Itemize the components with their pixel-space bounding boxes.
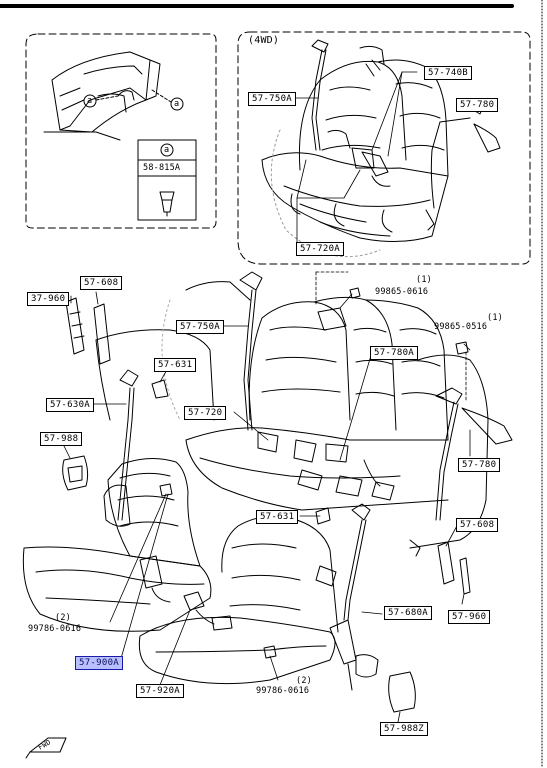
- bolt1-qty: (1): [416, 275, 432, 285]
- ref-label-a2: a: [174, 99, 180, 109]
- inset-clip: [25, 33, 217, 229]
- part-label-57-960[interactable]: 57-960: [448, 610, 491, 624]
- part-label-57-631-mid[interactable]: 57-631: [256, 510, 299, 524]
- part-label-57-780-4wd[interactable]: 57-780: [456, 98, 499, 112]
- part-label-57-900A[interactable]: 57-900A: [75, 656, 124, 670]
- part-label-57-920A[interactable]: 57-920A: [136, 684, 185, 698]
- part-label-57-780-right[interactable]: 57-780: [458, 458, 501, 472]
- clip-table-part[interactable]: 58-815A: [143, 163, 181, 173]
- bolt4-qty: (2): [296, 676, 312, 686]
- fwd-arrow-icon: [25, 737, 67, 759]
- clip-table-header: a: [164, 145, 170, 155]
- bolt3-qty: (2): [55, 613, 71, 623]
- part-label-57-720[interactable]: 57-720: [184, 406, 227, 420]
- part-label-37-960[interactable]: 37-960: [27, 292, 70, 306]
- part-label-57-630A[interactable]: 57-630A: [46, 398, 95, 412]
- bolt4-part[interactable]: 99786-0616: [256, 686, 310, 696]
- part-label-57-608-right[interactable]: 57-608: [456, 518, 499, 532]
- ref-label-a1: a: [87, 96, 93, 106]
- part-label-57-750A[interactable]: 57-750A: [176, 320, 225, 334]
- bolt3-part[interactable]: 99786-0616: [28, 624, 82, 634]
- bolt2-part[interactable]: 99865-0516: [434, 322, 488, 332]
- inset-4wd-title: (4WD): [248, 35, 280, 46]
- leader-lines: [63, 71, 479, 723]
- main-seats: [22, 129, 513, 713]
- part-label-57-988[interactable]: 57-988: [40, 432, 83, 446]
- part-label-57-608-left[interactable]: 57-608: [80, 276, 123, 290]
- part-label-57-988Z[interactable]: 57-988Z: [380, 722, 429, 736]
- ref-circle-a2: [170, 97, 184, 111]
- part-label-57-720A[interactable]: 57-720A: [296, 242, 345, 256]
- part-label-57-780A[interactable]: 57-780A: [370, 346, 419, 360]
- part-label-57-680A[interactable]: 57-680A: [384, 606, 433, 620]
- part-label-57-740B[interactable]: 57-740B: [424, 66, 473, 80]
- part-label-57-750A-4wd[interactable]: 57-750A: [248, 92, 297, 106]
- bolt1-part[interactable]: 99865-0616: [375, 287, 429, 297]
- bolt2-qty: (1): [487, 313, 503, 323]
- inset-4wd: [237, 31, 531, 265]
- ref-circle-a1: [83, 94, 97, 108]
- part-label-57-631-top[interactable]: 57-631: [154, 358, 197, 372]
